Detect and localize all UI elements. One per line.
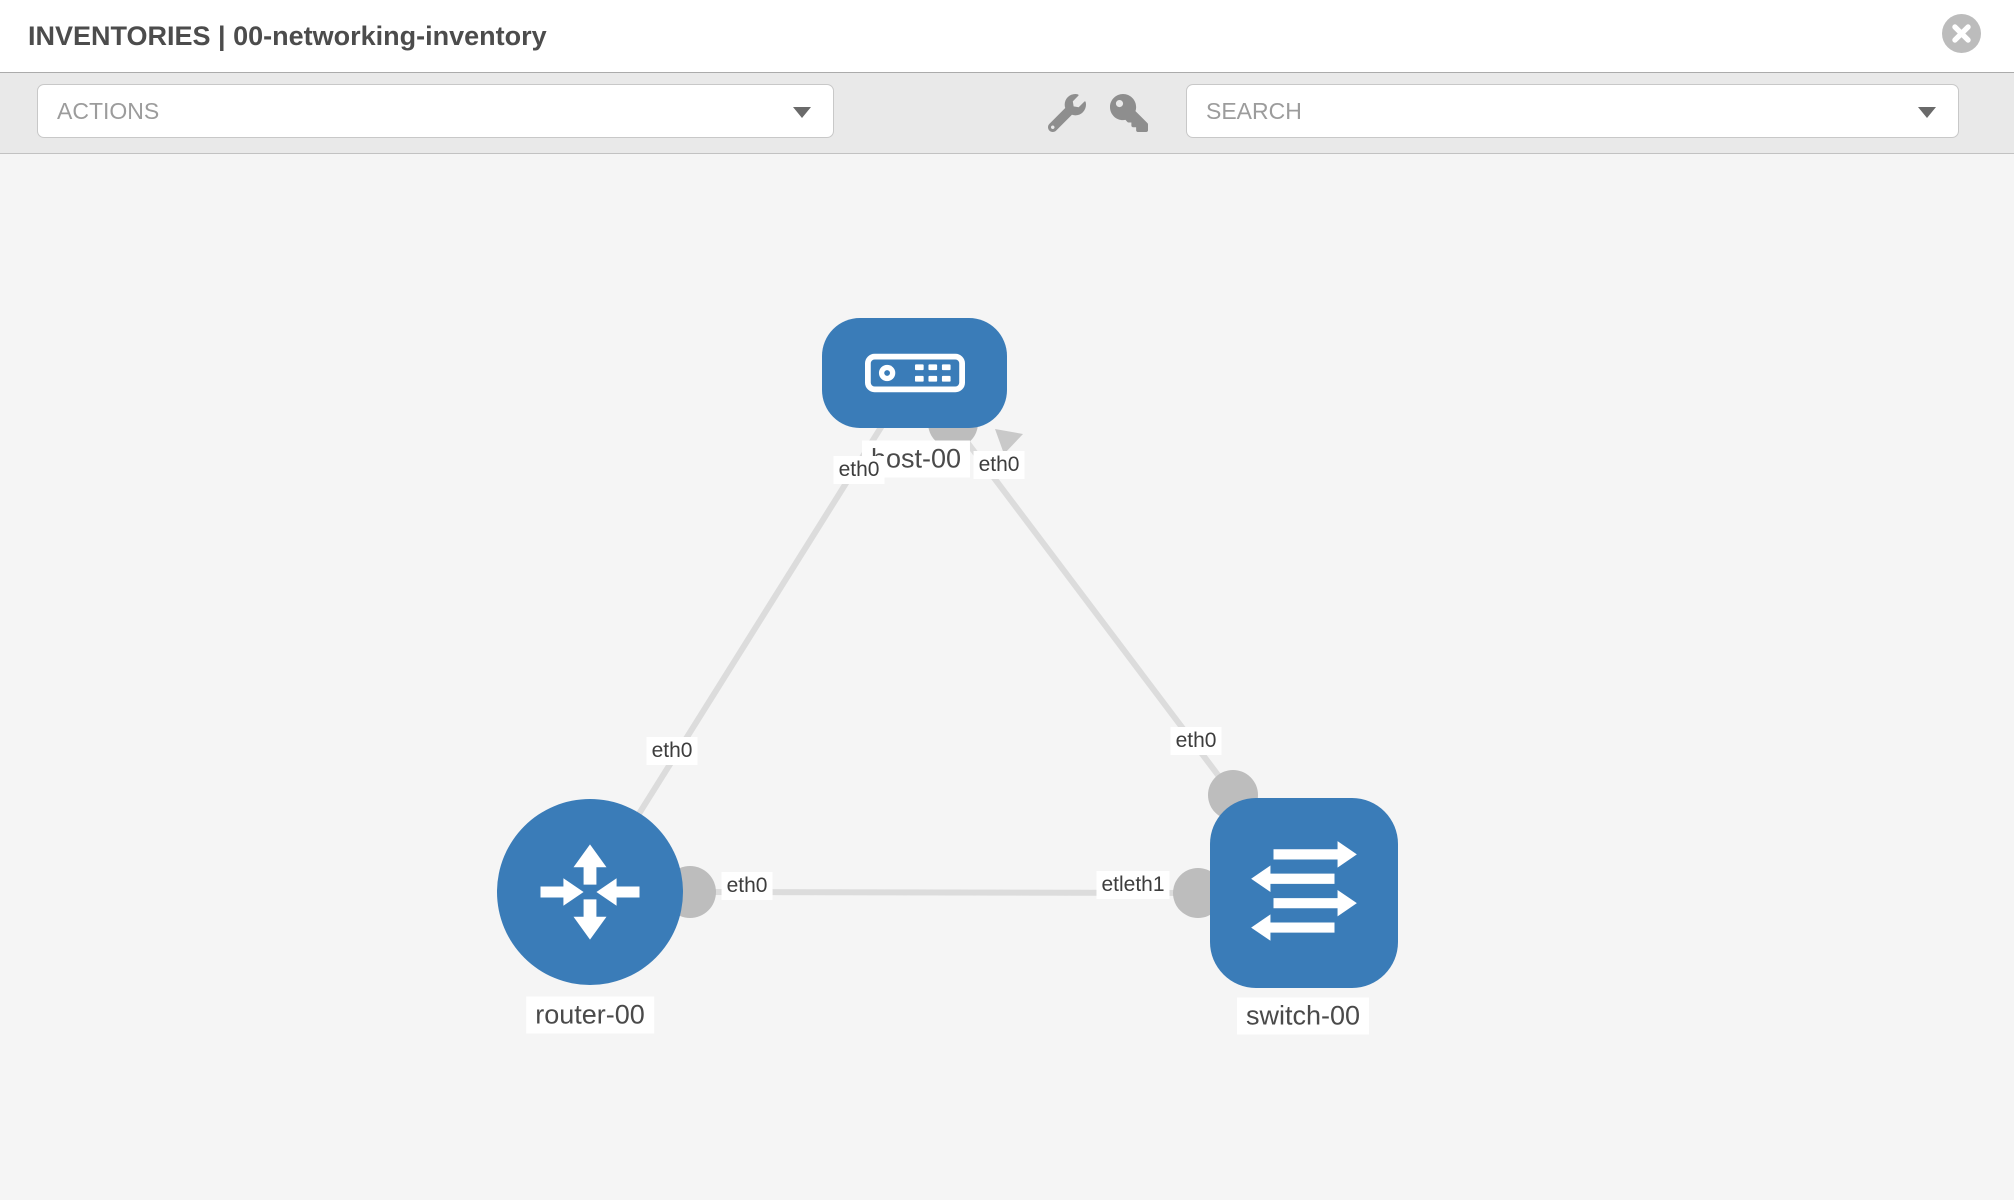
page-title: INVENTORIES | 00-networking-inventory (28, 21, 547, 51)
header: INVENTORIES | 00-networking-inventory (0, 0, 2014, 73)
interface-label-host-switch-near-host: eth0 (973, 451, 1025, 479)
node-host-00[interactable] (822, 318, 1007, 428)
wrench-button[interactable] (1048, 94, 1086, 132)
topology-canvas[interactable]: host-00 router-00 switch-00 eth0 eth0 et… (0, 154, 2014, 1200)
interface-label-router-host-near-host: eth0 (833, 456, 885, 484)
search-dropdown-label: SEARCH (1206, 98, 1302, 124)
interface-label-router-switch-near-switch: etleth1 (1096, 871, 1170, 899)
node-label-switch: switch-00 (1236, 997, 1370, 1035)
node-router-00[interactable] (497, 799, 683, 985)
link-arrowhead (995, 429, 1023, 454)
close-icon (1952, 24, 1971, 43)
node-label-router: router-00 (526, 996, 654, 1034)
switch-arrows-icon (1251, 841, 1357, 941)
actions-dropdown[interactable]: ACTIONS (37, 84, 834, 138)
topology-edges (587, 371, 1258, 918)
node-switch-00[interactable] (1210, 798, 1398, 988)
chevron-down-icon (1918, 107, 1936, 118)
interface-label-router-switch-near-router: eth0 (721, 872, 773, 900)
actions-dropdown-label: ACTIONS (57, 98, 160, 124)
search-dropdown[interactable]: SEARCH (1186, 84, 1959, 138)
toolbar: ACTIONS SEARCH (0, 73, 2014, 154)
key-button[interactable] (1110, 94, 1148, 132)
chevron-down-icon (793, 107, 811, 118)
interface-label-host-switch-near-switch: eth0 (1170, 727, 1222, 755)
close-button[interactable] (1942, 14, 1981, 53)
key-icon (1110, 94, 1148, 132)
wrench-icon (1048, 94, 1086, 132)
interface-label-router-host-near-router: eth0 (646, 737, 698, 765)
server-icon (864, 353, 965, 393)
router-arrows-icon (540, 844, 640, 940)
